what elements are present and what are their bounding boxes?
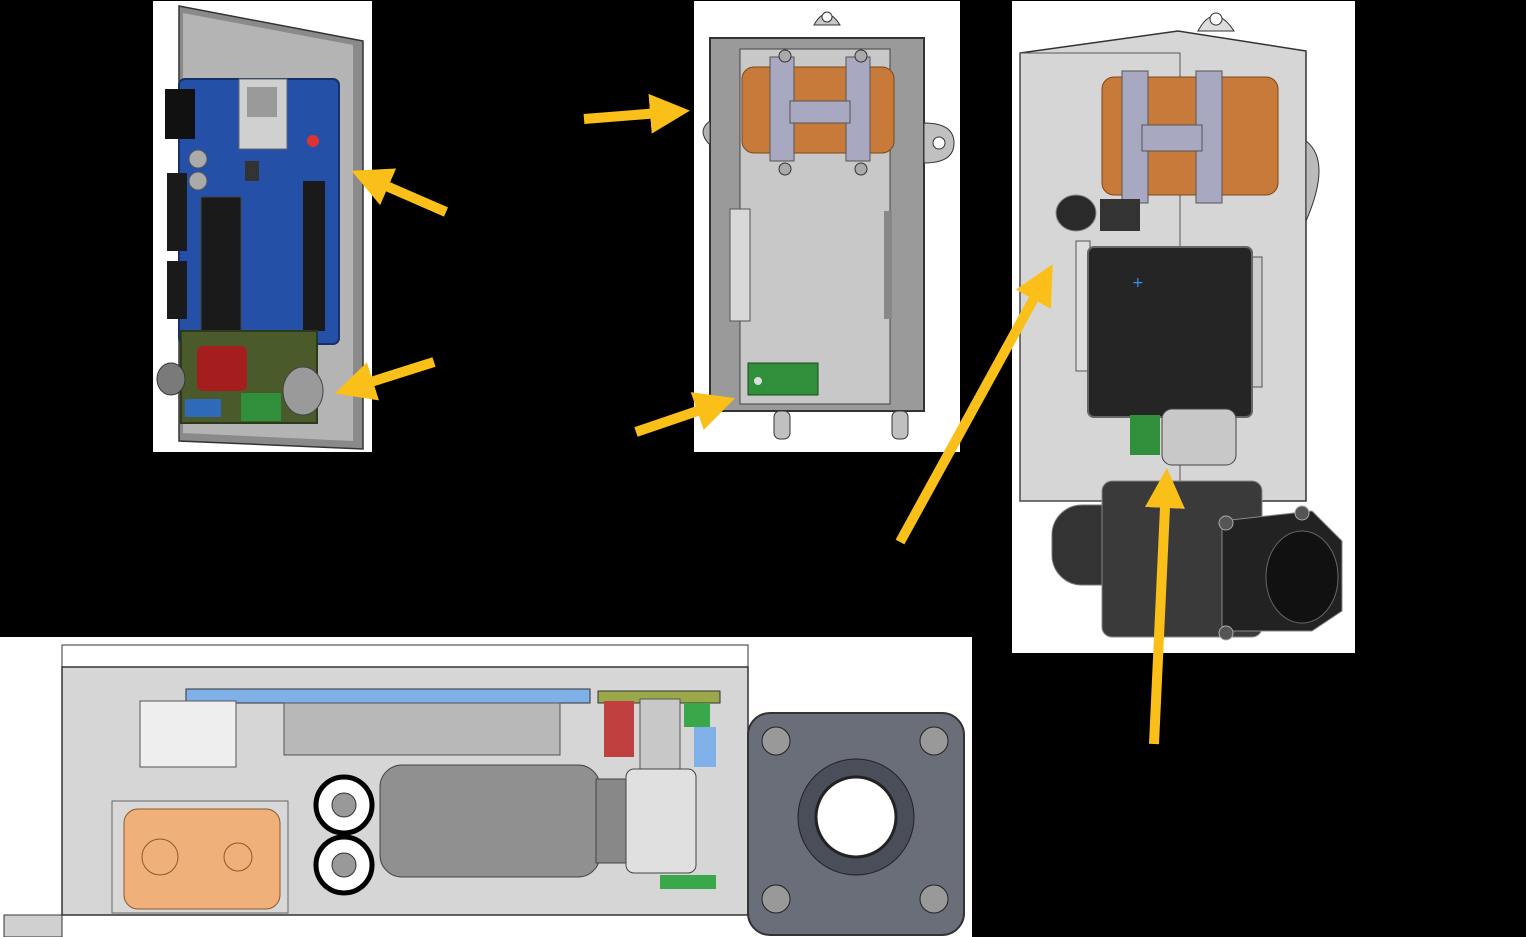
arduino-assembly-panel — [153, 1, 372, 452]
arduino-pcb-side — [185, 688, 591, 704]
section-side-render — [3, 644, 965, 937]
microcontroller-chip — [200, 196, 242, 333]
arrow-to-arduino-board — [351, 168, 448, 217]
full-assembly-panel: + — [1012, 1, 1355, 653]
arduino-assembly-render — [156, 5, 364, 450]
motor-side — [379, 764, 601, 878]
battery-side — [123, 808, 281, 910]
plus-marker: + — [1132, 275, 1144, 291]
full-assembly-render: + — [1019, 12, 1343, 641]
enclosure-top-render — [702, 11, 955, 440]
section-side-panel — [0, 637, 972, 937]
arrow-to-enclosure-top — [583, 93, 690, 134]
coupler — [1161, 408, 1237, 466]
coupler-side — [625, 768, 697, 874]
enclosure-top-panel — [694, 1, 960, 452]
motor — [1087, 246, 1253, 418]
